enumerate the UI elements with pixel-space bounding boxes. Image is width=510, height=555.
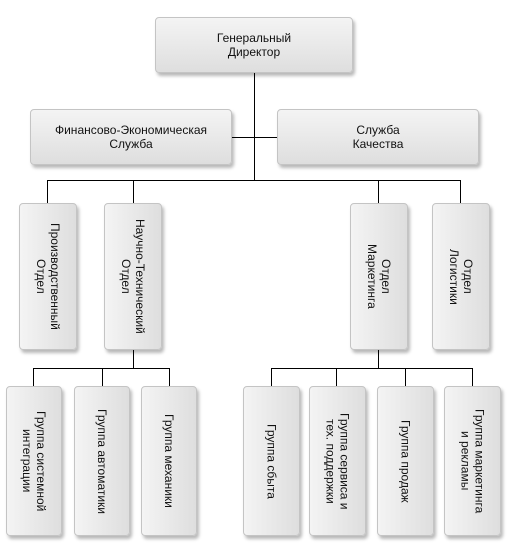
rnd-department-box: Научно-Технический Отдел: [104, 203, 162, 350]
automation-group-label: Группа автоматики: [95, 408, 109, 514]
sales-channel-group-box: Группа сбыта: [243, 386, 300, 536]
service-support-group-label: Группа сервиса и тех. поддержки: [323, 412, 352, 510]
general-director-box: Генеральный Директор: [155, 17, 353, 73]
mechanics-group-box: Группа механики: [141, 386, 197, 536]
sales-group-label: Группа продаж: [398, 419, 413, 503]
general-director-label: Генеральный Директор: [216, 31, 292, 59]
sales-channel-group-label: Группа сбыта: [264, 423, 279, 499]
finance-service-label: Финансово-Экономическая Служба: [54, 123, 208, 151]
marketing-department-box: Отдел Маркетинга: [350, 203, 408, 350]
marketing-department-label: Отдел Маркетинга: [365, 244, 393, 309]
automation-group-box: Группа автоматики: [74, 386, 130, 536]
sales-group-box: Группа продаж: [377, 386, 434, 536]
service-support-group-box: Группа сервиса и тех. поддержки: [309, 386, 366, 536]
quality-service-label: Служба Качества: [352, 123, 404, 151]
logistics-department-label: Отдел Логистики: [447, 248, 475, 305]
logistics-department-box: Отдел Логистики: [432, 203, 490, 350]
mechanics-group-label: Группа механики: [162, 414, 176, 508]
rnd-department-label: Научно-Технический Отдел: [119, 219, 147, 334]
system-integration-group-box: Группа системной интеграции: [6, 386, 62, 536]
marketing-advertising-group-box: Группа маркетинга и рекламы: [444, 386, 501, 536]
finance-service-box: Финансово-Экономическая Служба: [30, 109, 232, 165]
production-department-box: Производственный Отдел: [19, 203, 77, 350]
marketing-advertising-group-label: Группа маркетинга и рекламы: [458, 408, 487, 514]
system-integration-group-label: Группа системной интеграции: [20, 410, 48, 512]
production-department-label: Производственный Отдел: [34, 223, 62, 330]
quality-service-box: Служба Качества: [277, 109, 479, 165]
